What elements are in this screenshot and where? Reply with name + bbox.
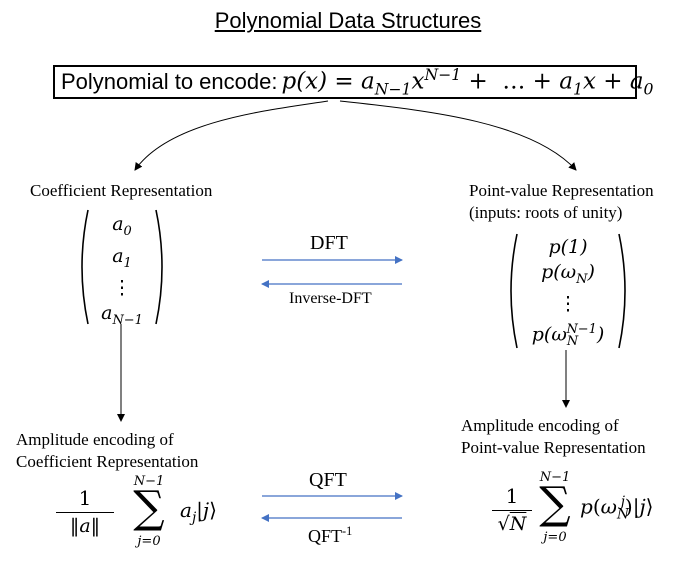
- polynomial-box: Polynomial to encode: p(x) = aN−1xN−1 + …: [53, 65, 654, 99]
- pointvalue-title-line1: Point-value Representation: [469, 181, 654, 200]
- coefficient-entry-dots: ⋮: [112, 276, 132, 299]
- pointvalue-title-line2: (inputs: roots of unity): [469, 203, 623, 222]
- inverse-dft-label: Inverse-DFT: [289, 290, 372, 307]
- pointvalue-entry-p1: p(1): [548, 236, 588, 258]
- coefficient-entry-a0: a0: [112, 213, 132, 239]
- qft-label: QFT: [309, 469, 347, 491]
- coefficient-entry-aN-1: aN−1: [101, 301, 143, 328]
- pointvalue-entry-pomega: p(ωN): [541, 261, 595, 287]
- right-amplitude-formula: 1 √N N−1 ∑ j=0 p(ωNj)|j⟩: [492, 470, 692, 556]
- curve-arrow-to-coefficient: [134, 100, 329, 171]
- left-amplitude-title-line2: Coefficient Representation: [16, 452, 199, 471]
- left-amplitude-formula: 1 ‖a‖ N−1 ∑ j=0 aj|j⟩: [56, 474, 256, 556]
- coefficient-vector: a0 a1 ⋮ aN−1: [76, 208, 168, 327]
- diagram-title: Polynomial Data Structures: [214, 8, 482, 33]
- polynomial-label: Polynomial to encode:: [61, 69, 278, 94]
- polynomial-expression: p(x) = aN−1xN−1 + … + a1x + a0: [281, 65, 654, 99]
- right-amplitude-title-line1: Amplitude encoding of: [461, 416, 619, 435]
- pointvalue-vector: p(1) p(ωN) ⋮ p(ωNN−1): [505, 232, 631, 350]
- pointvalue-vector-brackets: [510, 233, 626, 349]
- pointvalue-entry-pomegaN-1: p(ωNN−1): [531, 321, 605, 349]
- pointvalue-entry-dots: ⋮: [558, 292, 578, 315]
- left-amplitude-title-line1: Amplitude encoding of: [16, 430, 174, 449]
- curve-arrow-to-pointvalue: [339, 100, 577, 171]
- inverse-qft-label-text: QFT: [308, 526, 343, 546]
- right-amplitude-title-line2: Point-value Representation: [461, 438, 646, 457]
- coefficient-vector-brackets: [81, 209, 163, 325]
- inverse-qft-label-exponent: -1: [342, 524, 353, 538]
- coefficient-representation-title: Coefficient Representation: [30, 181, 213, 200]
- coefficient-entry-a1: a1: [112, 244, 132, 271]
- dft-label: DFT: [310, 232, 348, 254]
- inverse-qft-label: QFT-1: [308, 524, 352, 547]
